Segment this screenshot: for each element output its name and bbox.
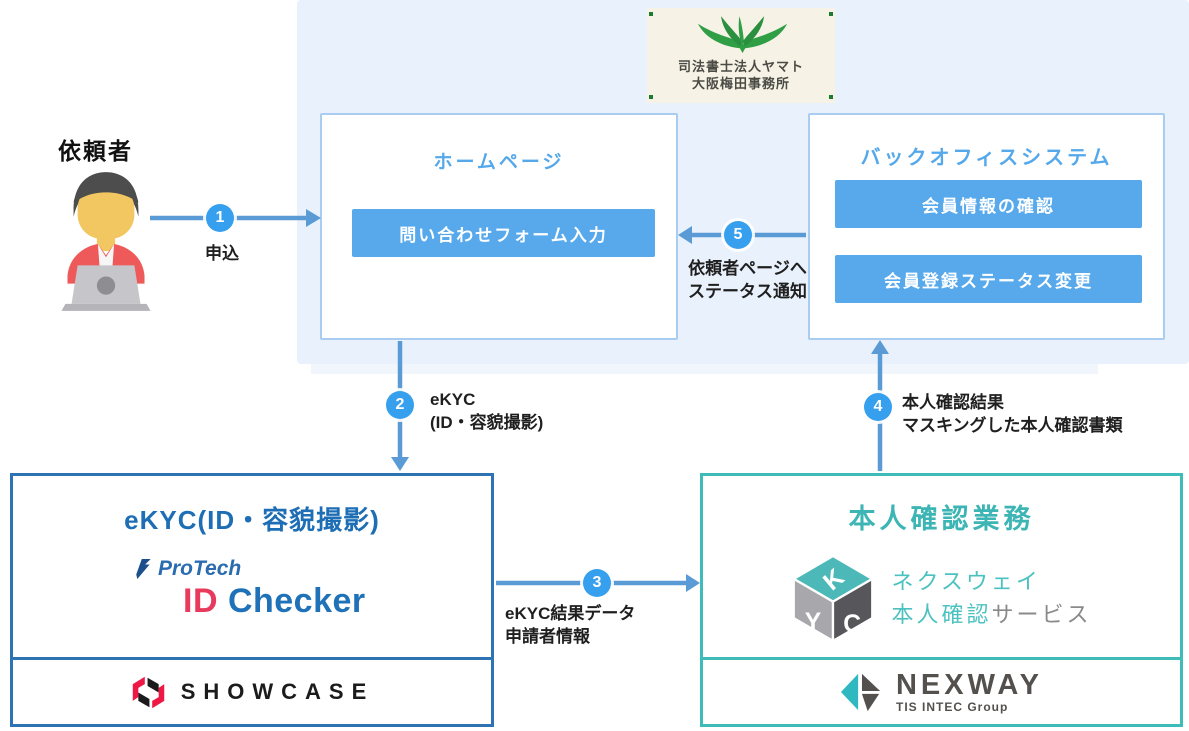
kyc-main: 本人確認業務 K Y C ネクスウェイ 本人確認サービス xyxy=(703,476,1180,657)
nexway-wordmark: NEXWAY TIS INTEC Group xyxy=(895,669,1044,714)
step-circle-4: 4 xyxy=(864,393,892,421)
nexway-icon xyxy=(840,673,881,712)
handle-dot xyxy=(829,12,833,16)
handle-dot xyxy=(649,12,653,16)
backoffice-panel: バックオフィスシステム 会員情報の確認 会員登録ステータス変更 xyxy=(808,113,1165,340)
flow-background-step xyxy=(311,364,1098,374)
yamato-logo-line1: 司法書士法人ヤマト xyxy=(677,59,804,74)
showcase-wordmark: SHOWCASE xyxy=(180,679,375,704)
kyc-title: 本人確認業務 xyxy=(848,504,1035,534)
idchecker-wordmark: ID Checker xyxy=(183,582,366,620)
step-circle-5: 5 xyxy=(724,221,752,249)
ekyc-main: eKYC(ID・容貌撮影) ProTech ID Checker xyxy=(13,476,491,657)
client-label: 依頼者 xyxy=(58,138,133,164)
nexway-kyc-service-logo: K Y C ネクスウェイ 本人確認サービス xyxy=(703,553,1180,643)
protech-wordmark: ProTech xyxy=(158,557,242,580)
svg-text:Y: Y xyxy=(805,609,822,636)
ekyc-panel: eKYC(ID・容貌撮影) ProTech ID Checker xyxy=(10,473,494,727)
ekyc-title: eKYC(ID・容貌撮影) xyxy=(124,505,380,535)
step-label-4: 本人確認結果マスキングした本人確認書類 xyxy=(902,393,1123,435)
backoffice-title: バックオフィスシステム xyxy=(860,147,1113,169)
step-label-5: 依頼者ページへステータス通知 xyxy=(688,259,807,301)
kyc-service-wordmark: ネクスウェイ 本人確認サービス xyxy=(891,569,1092,627)
client-person-icon xyxy=(61,172,151,311)
step-label-2: eKYC(ID・容貌撮影) xyxy=(430,390,544,432)
yamato-logo-line2: 大阪梅田事務所 xyxy=(691,76,790,91)
nexway-logo: NEXWAY TIS INTEC Group xyxy=(703,657,1180,724)
yamato-wings-icon xyxy=(697,16,788,53)
handle-dot xyxy=(649,95,653,99)
kyc-cube-icon: K Y C xyxy=(791,554,876,643)
homepage-panel: ホームページ 問い合わせフォーム入力 xyxy=(320,113,678,340)
step-label-1: 申込 xyxy=(205,244,239,263)
step-circle-1: 1 xyxy=(206,204,234,232)
showcase-icon xyxy=(132,676,164,708)
step-circle-3: 3 xyxy=(583,569,611,597)
inquiry-form-button[interactable]: 問い合わせフォーム入力 xyxy=(352,209,655,257)
yamato-office-logo: 司法書士法人ヤマト 大阪梅田事務所 xyxy=(647,8,835,103)
step-circle-2: 2 xyxy=(386,391,414,419)
member-status-change-button[interactable]: 会員登録ステータス変更 xyxy=(835,255,1142,303)
identity-verification-panel: 本人確認業務 K Y C ネクスウェイ 本人確認サービス xyxy=(700,473,1183,727)
step-label-3: eKYC結果データ申請者情報 xyxy=(505,604,636,646)
protech-icon xyxy=(136,559,151,579)
svg-text:C: C xyxy=(844,611,862,638)
member-info-check-button[interactable]: 会員情報の確認 xyxy=(835,180,1142,228)
showcase-logo: SHOWCASE xyxy=(13,657,491,724)
homepage-title: ホームページ xyxy=(433,152,565,173)
handle-dot xyxy=(829,95,833,99)
protech-idchecker-logo: ProTech ID Checker xyxy=(135,557,369,621)
